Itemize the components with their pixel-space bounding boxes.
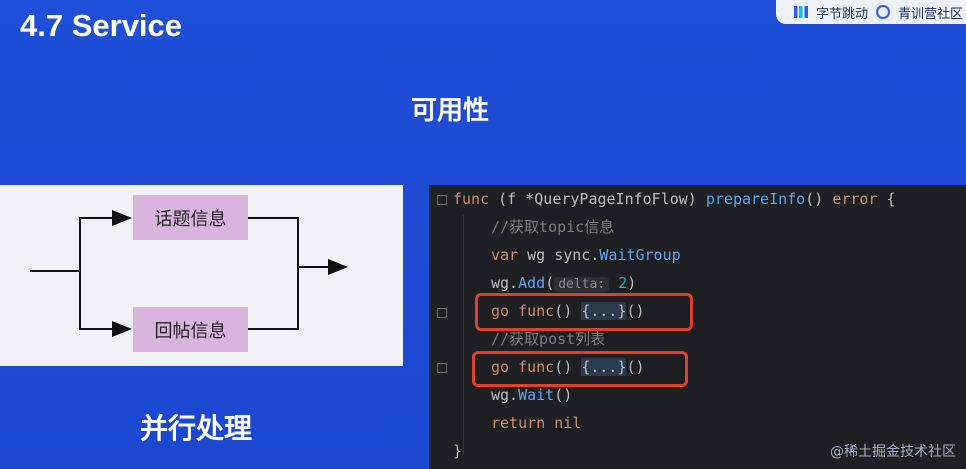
editor-gutter [431,185,451,469]
fold-marker-icon[interactable] [437,363,447,373]
branding-bar: 字节跳动 青训营社区 [776,0,966,24]
code-editor: func (f *QueryPageInfoFlow) prepareInfo(… [429,185,966,469]
fold-marker-icon[interactable] [437,195,447,205]
merge-line [248,217,299,330]
camp-logo-icon [876,5,891,19]
code-line-1: func (f *QueryPageInfoFlow) prepareInfo(… [453,190,896,208]
fold-marker-icon[interactable] [437,308,447,318]
parallel-diagram: 话题信息 回帖信息 [0,185,403,366]
code-line-4: wg.Add(delta: 2) [491,274,637,292]
branding-right: 青训营社区 [898,6,964,22]
code-line-8: wg.Wait() [491,386,573,404]
code-line-10: } [453,442,463,460]
highlight-box-post [472,351,688,387]
code-line-3: var wg sync.WaitGroup [491,246,681,264]
param-hint: delta: [554,277,610,292]
bytedance-logo-icon [794,6,808,18]
node-topic-info: 话题信息 [133,195,248,240]
watermark: @稀土掘金技术社区 [830,444,956,460]
code-line-7: go func() {...}() [491,358,645,376]
arrow-to-bottom [79,271,132,337]
folded-block: {...} [581,358,627,376]
branding-left: 字节跳动 [816,6,869,22]
diagram-arrows [30,210,348,337]
code-line-2: //获取topic信息 [491,218,615,236]
node-post-info: 回帖信息 [133,307,248,352]
slide-subtitle: 可用性 [410,96,489,126]
code-line-9: return nil [491,414,582,432]
code-line-6: //获取post列表 [491,330,606,348]
code-line-5: go func() {...}() [491,302,645,320]
folded-block: {...} [581,302,627,320]
slide-caption: 并行处理 [140,412,253,445]
indent-guide [463,215,464,455]
highlight-box-topic [475,293,693,331]
arrow-to-top [79,210,132,271]
slide-title: 4.7 Service [20,8,183,43]
